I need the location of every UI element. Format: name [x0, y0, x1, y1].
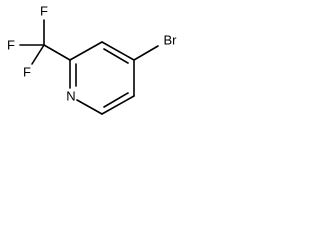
fluorine-left-label: F [7, 38, 15, 53]
bond-c3-c4-inner [103, 48, 129, 64]
bromine-label: Br [164, 33, 178, 48]
bond-c5-c6 [101, 95, 135, 115]
nitrogen-label: N [66, 89, 75, 104]
bond-c5-c6-inner [103, 92, 129, 108]
molecule-drawing: Br N F F F [7, 4, 178, 115]
fluorine-bottom-label: F [23, 65, 31, 80]
bond-c4-br [133, 45, 159, 61]
bond-c-f-bottom [31, 44, 45, 65]
bond-c3-c4 [101, 41, 135, 61]
structure-diagram: Br N F F F [0, 0, 192, 134]
bond-c2-cf3 [43, 44, 71, 61]
bond-c6-n [76, 99, 103, 115]
fluorine-top-label: F [40, 4, 48, 19]
bond-c2-c3 [69, 41, 103, 61]
